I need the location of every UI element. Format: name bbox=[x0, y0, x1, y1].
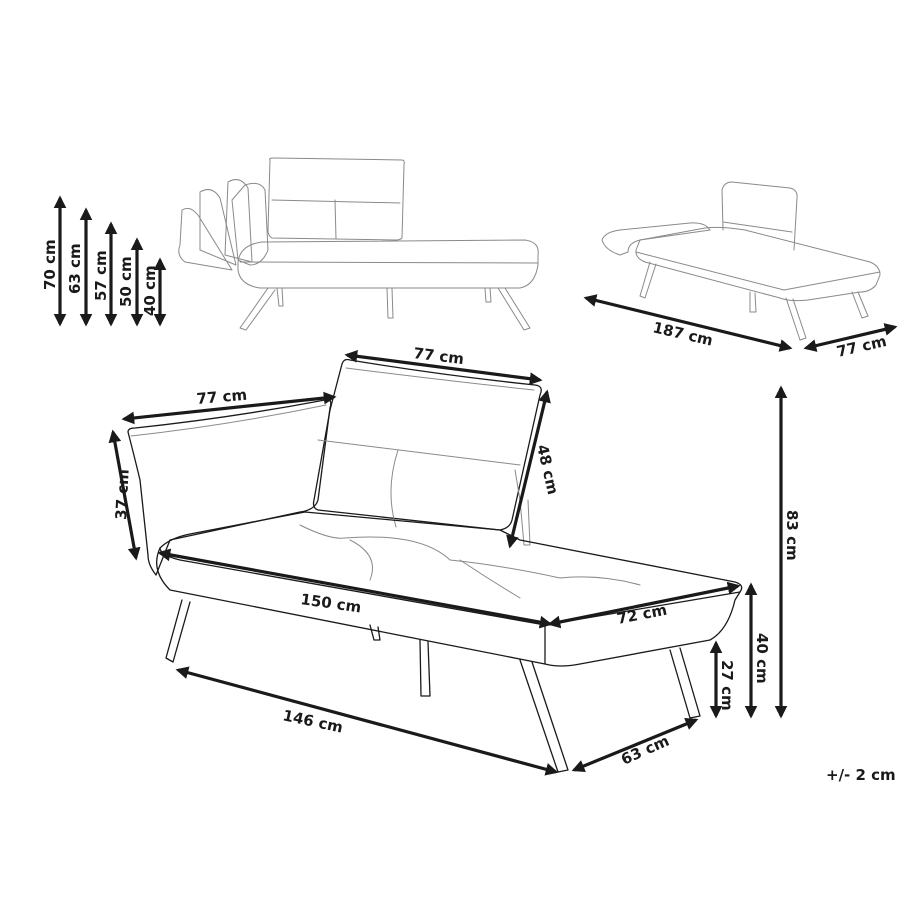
main-dimensions: 77 cm 77 cm 37 cm 48 cm 150 cm 72 cm 146… bbox=[108, 344, 801, 776]
flat-view-dimensions: 187 cm 77 cm bbox=[583, 294, 898, 361]
armrest-height-label: 37 cm bbox=[112, 469, 133, 520]
recline-height-arrows: 70 cm 63 cm 57 cm 50 cm 40 cm bbox=[41, 195, 167, 327]
seat-length-label: 150 cm bbox=[299, 590, 362, 616]
total-height-label: 83 cm bbox=[783, 510, 801, 561]
flat-view-sofa bbox=[601, 181, 881, 341]
recline-height-63: 63 cm bbox=[66, 243, 84, 294]
leg-depth-label: 63 cm bbox=[618, 732, 672, 769]
side-view-sofa bbox=[178, 157, 539, 331]
main-sofa bbox=[127, 358, 743, 773]
recline-height-40: 40 cm bbox=[141, 265, 159, 316]
seat-height-label: 40 cm bbox=[753, 633, 771, 684]
recline-height-50: 50 cm bbox=[117, 256, 135, 307]
recline-height-70: 70 cm bbox=[41, 239, 59, 290]
seat-depth-label: 72 cm bbox=[615, 601, 668, 628]
tolerance-note: +/- 2 cm bbox=[826, 766, 896, 784]
backrest-height-label: 48 cm bbox=[533, 443, 562, 496]
flat-depth-label: 77 cm bbox=[835, 332, 888, 361]
armrest-length-label: 77 cm bbox=[196, 386, 248, 408]
recline-height-57: 57 cm bbox=[92, 250, 110, 301]
clearance-height-label: 27 cm bbox=[718, 660, 736, 711]
